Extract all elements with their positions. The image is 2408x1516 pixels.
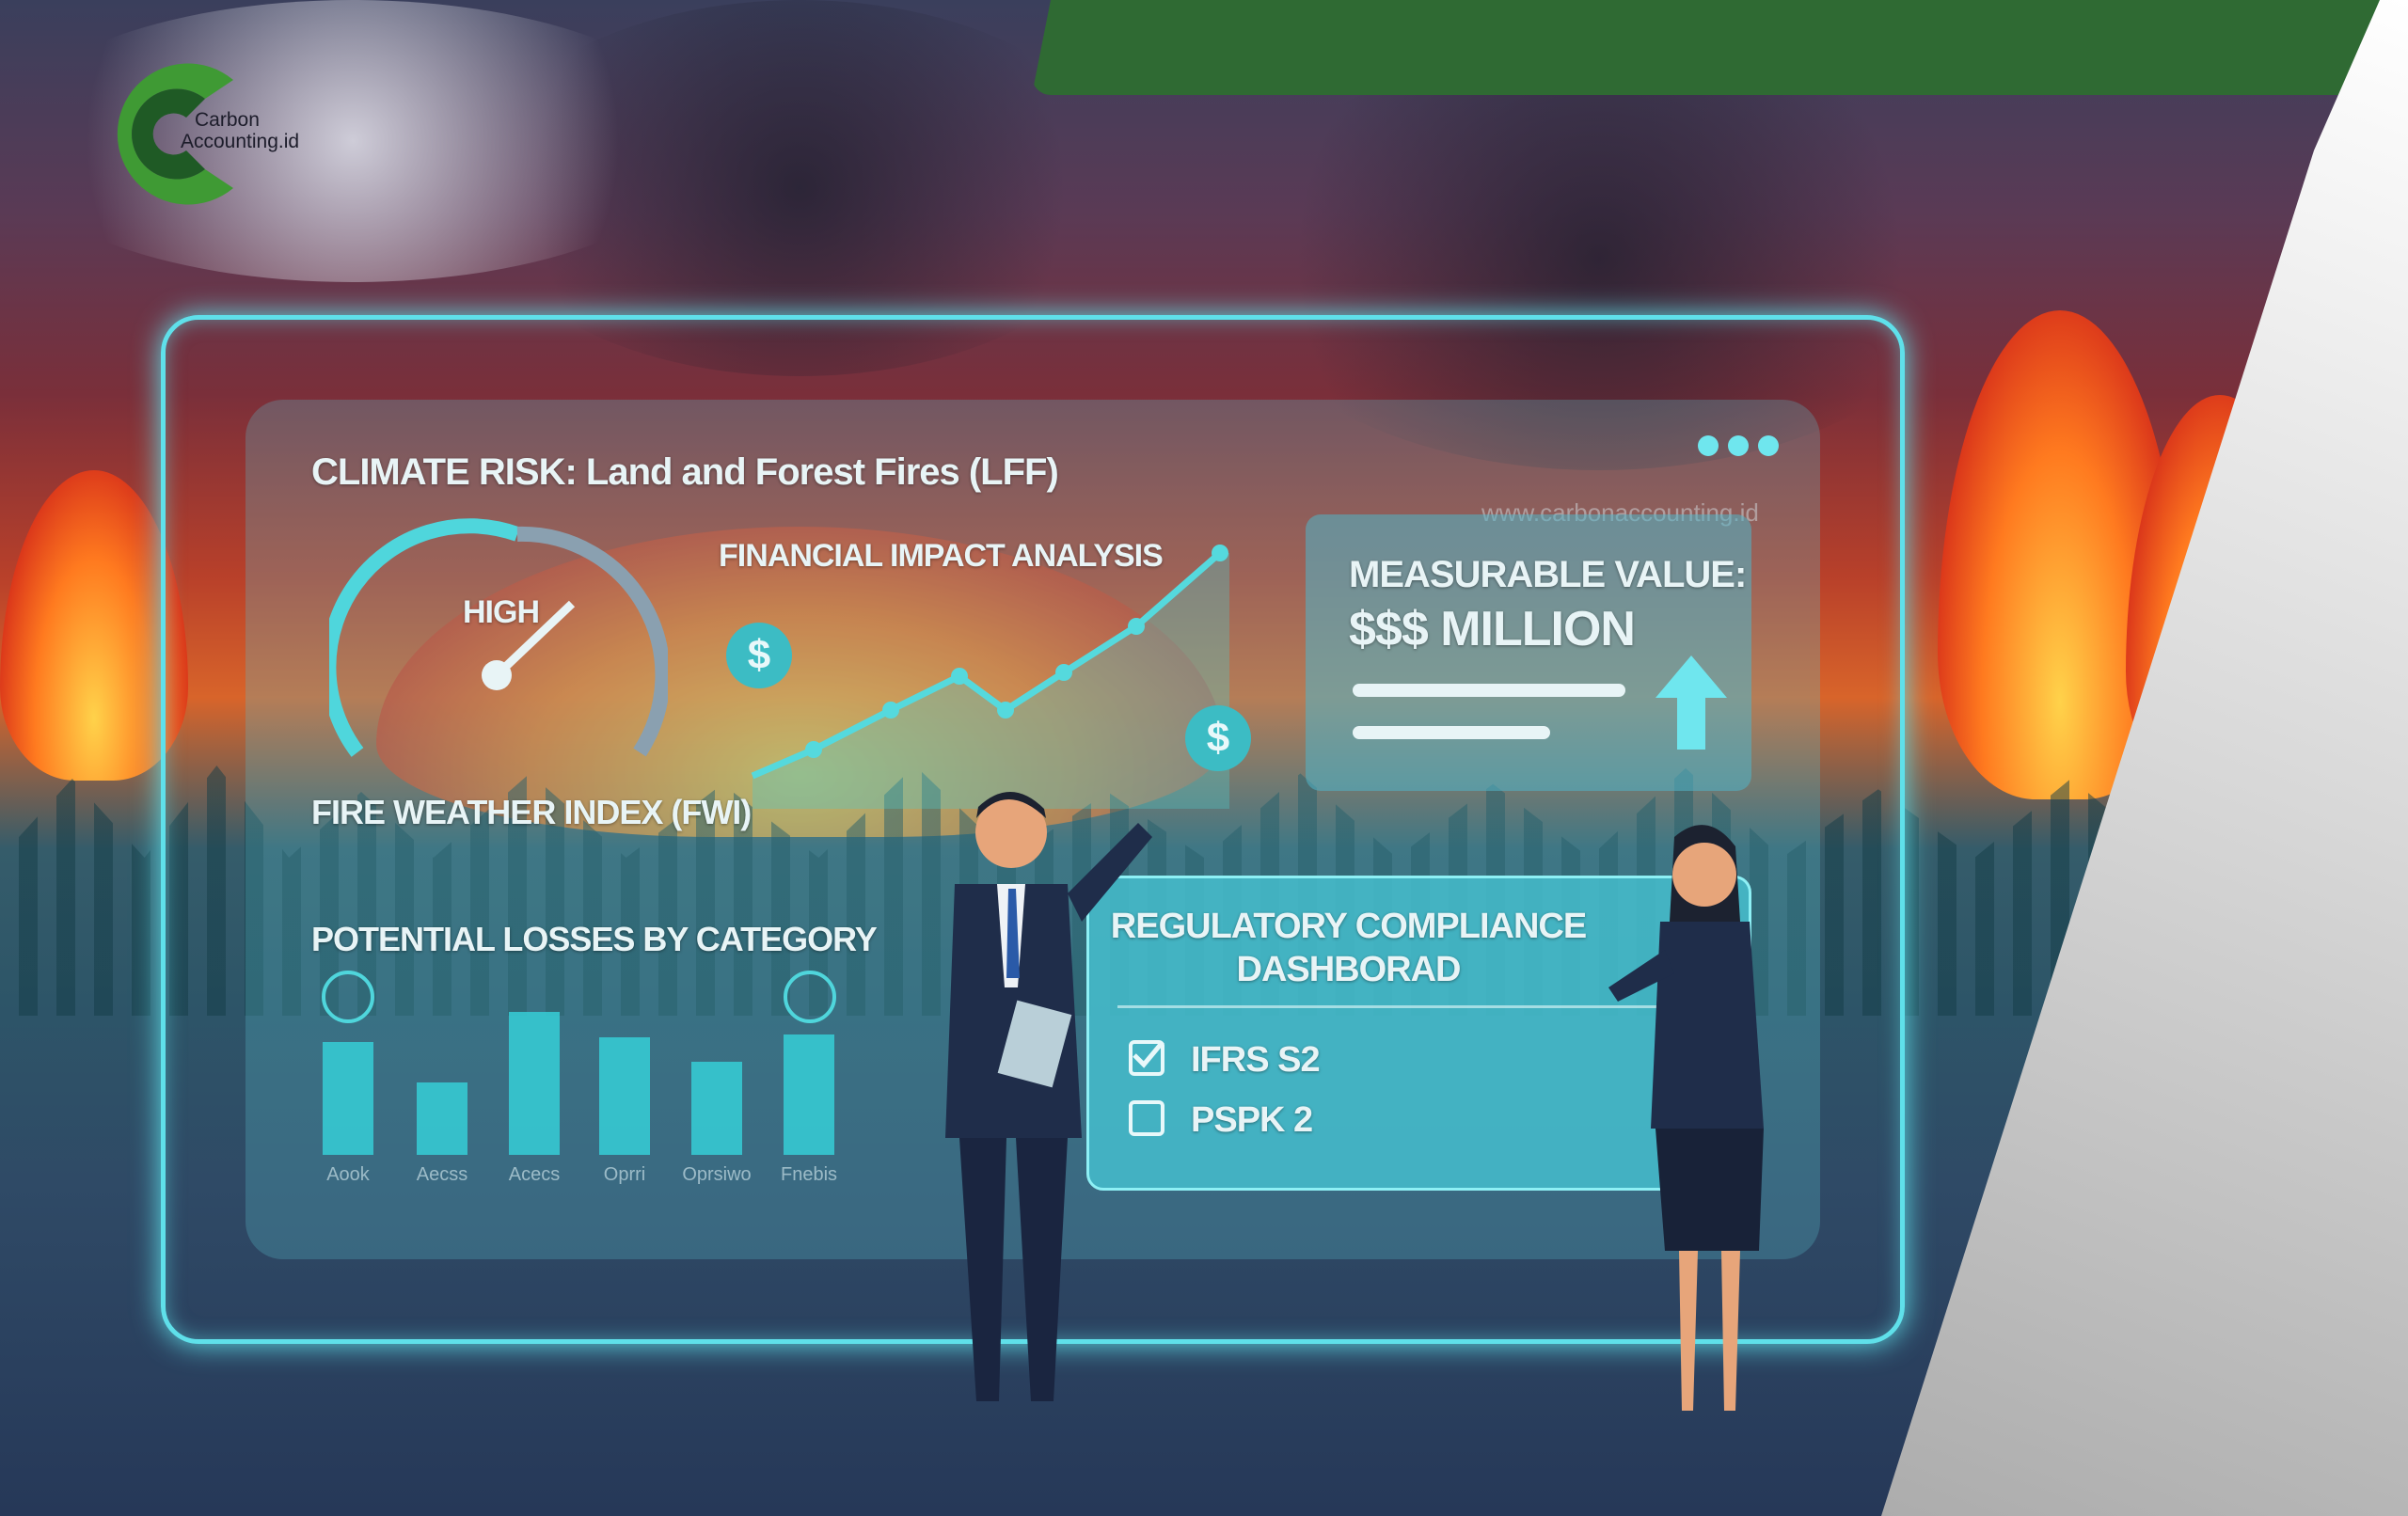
loss-bar	[691, 1061, 742, 1155]
financial-title: FINANCIAL IMPACT ANALYSIS	[719, 538, 1164, 574]
logo-icon	[117, 63, 233, 205]
dollar-icon: $	[726, 623, 792, 688]
ifrs-checkbox[interactable]	[1129, 1040, 1164, 1076]
losses-title: POTENTIAL LOSSES BY CATEGORY	[311, 920, 878, 958]
loss-bar	[323, 1042, 373, 1155]
financial-line-chart	[751, 545, 1229, 809]
loss-bar	[599, 1037, 650, 1155]
window-dots-icon[interactable]	[1698, 435, 1779, 456]
businesswoman-figure	[1608, 825, 1764, 1411]
compliance-card: REGULATORY COMPLIANCE DASHBORAD IFRS S2 …	[1086, 876, 1751, 1191]
pspk-checkbox[interactable]	[1129, 1100, 1164, 1136]
header-bar	[1032, 0, 2389, 95]
loss-bar-label: Oprri	[603, 1164, 646, 1185]
loss-bar-label: Aecss	[416, 1164, 468, 1185]
dollar-icon: $	[1185, 705, 1251, 771]
loss-bar-label: Fnebis	[780, 1164, 838, 1185]
category-icon	[322, 971, 374, 1023]
loss-bar	[784, 1034, 834, 1155]
arrow-up-icon	[1656, 655, 1727, 750]
divider	[1117, 1005, 1720, 1008]
cloud	[0, 0, 705, 282]
loss-bar	[509, 1012, 560, 1155]
loss-bar-label: Acecs	[508, 1164, 561, 1185]
measurable-value-card: MEASURABLE VALUE: $$$ MILLION	[1306, 514, 1751, 791]
loss-bar	[417, 1082, 467, 1155]
ifrs-label: IFRS S2	[1191, 1040, 1321, 1080]
compliance-subtitle: DASHBORAD	[1236, 950, 1462, 989]
progress-line	[1353, 684, 1625, 697]
logo-text: Carbon Accounting.id	[181, 109, 299, 152]
gauge-icon	[329, 518, 668, 757]
measurable-value: $$$ MILLION	[1349, 602, 1636, 656]
logo-line2: Accounting.id	[181, 131, 300, 152]
businessman-figure	[945, 791, 1152, 1401]
fwi-caption: FIRE WEATHER INDEX (FWI)	[311, 793, 752, 831]
progress-line	[1353, 726, 1550, 739]
smoke	[1223, 47, 1975, 470]
logo-line1: Carbon	[195, 109, 260, 131]
compliance-title: REGULATORY COMPLIANCE	[1110, 907, 1587, 946]
gauge-label: HIGH	[463, 594, 540, 630]
dashboard-title: CLIMATE RISK: Land and Forest Fires (LFF…	[311, 451, 1059, 493]
loss-bar-label: Aook	[326, 1164, 370, 1185]
loss-bar-label: Oprsiwo	[682, 1164, 752, 1185]
lock-icon	[784, 971, 836, 1023]
pspk-label: PSPK 2	[1191, 1100, 1313, 1140]
measurable-label: MEASURABLE VALUE:	[1349, 554, 1747, 595]
